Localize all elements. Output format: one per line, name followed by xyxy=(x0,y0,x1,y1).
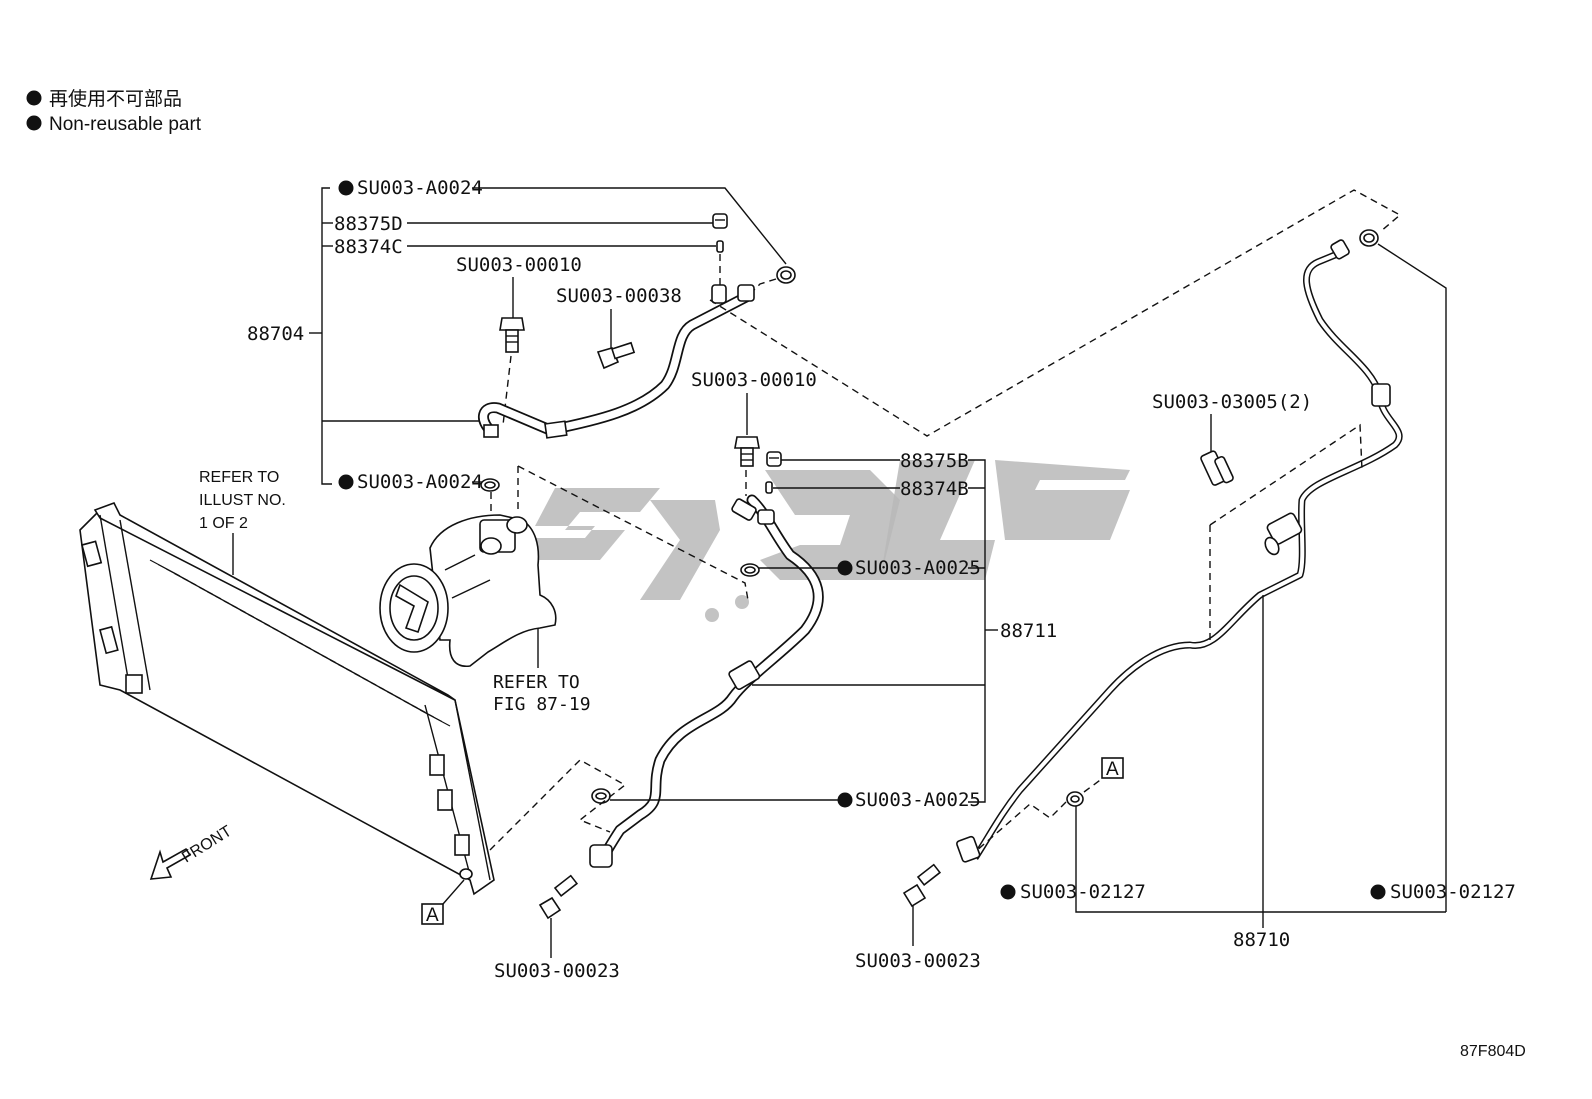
front-arrow-icon xyxy=(149,847,192,880)
reference-box-a-left: A xyxy=(421,903,444,926)
pipe-88711 xyxy=(589,494,824,868)
non-reusable-dot-icon xyxy=(837,560,853,576)
o-ring-02127-lower xyxy=(1066,791,1084,807)
bolt-su003-00038 xyxy=(596,341,636,370)
refer-illust-line3: 1 OF 2 xyxy=(199,515,248,532)
pipe-88710 xyxy=(972,239,1403,860)
part-label-su003-02127-left: SU003-02127 xyxy=(1020,881,1146,903)
part-label-88704: 88704 xyxy=(247,323,304,345)
part-label-su003-02127-right: SU003-02127 xyxy=(1390,881,1516,903)
pressure-sensor xyxy=(1264,512,1303,556)
bolt-su003-00010-lower xyxy=(734,436,760,467)
front-label: FRONT xyxy=(179,823,235,867)
reference-box-a-right-text: A xyxy=(1106,759,1119,780)
legend-jp: 再使用不可部品 xyxy=(49,88,182,110)
part-label-88374b: 88374B xyxy=(900,478,969,500)
part-label-su003-00038: SU003-00038 xyxy=(556,285,682,307)
bracket-88704 xyxy=(309,187,490,485)
reference-box-a-left-text: A xyxy=(426,905,439,926)
o-ring-a0024-bottom xyxy=(480,478,500,492)
non-reusable-dot-icon xyxy=(1370,884,1386,900)
valve-core-88374c xyxy=(716,240,724,253)
o-ring-02127-top xyxy=(1359,229,1379,247)
non-reusable-dot-icon xyxy=(338,474,354,490)
part-label-su003-00010-upper: SU003-00010 xyxy=(456,254,582,276)
bolt-su003-00023-right xyxy=(902,863,942,908)
part-label-su003-03005: SU003-03005(2) xyxy=(1152,391,1312,413)
legend: 再使用不可部品 Non-reusable part xyxy=(26,88,202,135)
pipe-88710-end-fitting xyxy=(956,835,981,863)
part-label-88711: 88711 xyxy=(1000,620,1057,642)
part-label-88375b: 88375B xyxy=(900,450,969,472)
refer-illust-line1: REFER TO xyxy=(199,469,279,486)
non-reusable-dot-icon xyxy=(837,792,853,808)
condenser xyxy=(79,502,495,896)
part-label-su003-a0024-bottom: SU003-A0024 xyxy=(357,471,483,493)
non-reusable-dot-icon xyxy=(338,180,354,196)
legend-dot-icon xyxy=(26,90,42,106)
clip-su003-03005 xyxy=(1200,450,1234,486)
refer-fig-line1: REFER TO xyxy=(493,672,580,693)
refer-fig-line2: FIG 87-19 xyxy=(493,694,591,715)
o-ring-a0025-lower xyxy=(591,788,611,804)
legend-en: Non-reusable part xyxy=(49,114,202,135)
valve-core-88374b xyxy=(765,481,773,494)
part-label-88710: 88710 xyxy=(1233,929,1290,951)
non-reusable-dot-icon xyxy=(1000,884,1016,900)
part-label-su003-00023-left: SU003-00023 xyxy=(494,960,620,982)
figure-code: 87F804D xyxy=(1460,1043,1526,1060)
compressor xyxy=(379,514,557,667)
part-label-su003-a0025-upper: SU003-A0025 xyxy=(855,557,981,579)
part-label-su003-00010-lower: SU003-00010 xyxy=(691,369,817,391)
legend-dot-icon xyxy=(26,115,42,131)
service-cap-88375b xyxy=(766,451,782,467)
part-label-su003-a0024-top: SU003-A0024 xyxy=(357,177,483,199)
service-cap-88375d xyxy=(712,213,728,229)
part-label-88375d: 88375D xyxy=(334,213,403,235)
bolt-su003-00010-upper xyxy=(499,317,525,353)
o-ring-a0025-upper xyxy=(740,563,760,577)
bolt-su003-00023-left xyxy=(538,874,579,920)
part-label-su003-00023-right: SU003-00023 xyxy=(855,950,981,972)
part-label-88374c: 88374C xyxy=(334,236,403,258)
condenser-fin xyxy=(419,709,451,727)
reference-box-a-right: A xyxy=(1101,757,1124,780)
hose-88704 xyxy=(478,284,755,439)
part-label-su003-a0025-lower: SU003-A0025 xyxy=(855,789,981,811)
refer-illust-line2: ILLUST NO. xyxy=(199,492,286,509)
o-ring-a0024-top xyxy=(776,266,796,284)
